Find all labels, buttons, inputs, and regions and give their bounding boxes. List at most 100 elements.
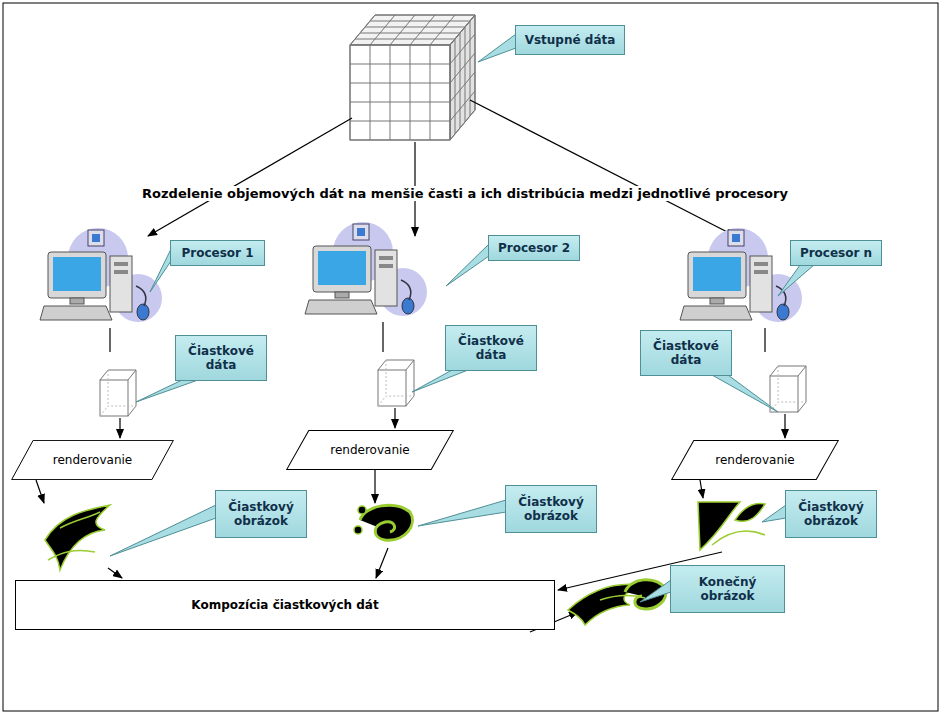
cube-grid xyxy=(450,72,475,102)
partial-images xyxy=(48,550,95,560)
callout-tails xyxy=(110,34,814,602)
cube-grid xyxy=(350,121,450,122)
cube-grid xyxy=(350,102,450,103)
cube-grid xyxy=(350,15,375,45)
partial-images xyxy=(45,502,765,570)
node-text: Čiastkový obrázok xyxy=(221,500,301,528)
cube-grid xyxy=(410,15,435,45)
cube-grid xyxy=(455,39,456,134)
node-text: renderovanie xyxy=(715,453,794,467)
cube-grid xyxy=(450,110,475,140)
computer-icons xyxy=(40,222,802,322)
callout-tails xyxy=(712,375,778,412)
volume-cube xyxy=(350,15,475,140)
process-parallelogram: renderovanie xyxy=(285,430,455,470)
computer-icons xyxy=(305,222,427,316)
node-text: Čiastkové dáta xyxy=(181,344,261,372)
description-label: Rozdelenie objemových dát na menšie čast… xyxy=(100,186,830,201)
callout-tails xyxy=(110,505,216,556)
cube-grid xyxy=(375,15,475,16)
partial-images xyxy=(354,526,362,534)
flow-lines xyxy=(700,480,703,498)
cube-grid xyxy=(410,45,411,140)
partial-images xyxy=(60,512,100,528)
flow-lines xyxy=(108,568,122,578)
cube-grid xyxy=(460,33,461,128)
cube-grid xyxy=(450,15,475,45)
node-text: Vstupné dáta xyxy=(525,33,616,47)
node-text: Kompozícia čiastkových dát xyxy=(191,598,378,612)
callout-box: Vstupné dáta xyxy=(515,25,625,55)
cube-grid xyxy=(450,53,475,83)
callout-box: Čiastkové dáta xyxy=(445,325,537,371)
partial-images xyxy=(45,505,110,570)
callout-tails xyxy=(478,34,516,62)
flow-lines xyxy=(784,414,785,438)
process-parallelogram: renderovanie xyxy=(10,440,175,480)
cube-grid xyxy=(350,45,450,46)
cube-grid xyxy=(350,64,450,65)
partial-data-cubes xyxy=(378,360,414,406)
partial-images xyxy=(735,503,765,521)
cube-grid xyxy=(370,21,470,22)
node-text: Procesor 2 xyxy=(498,241,570,255)
cube-grid xyxy=(360,33,460,34)
callout-tails xyxy=(136,380,198,402)
partial-images xyxy=(712,531,765,545)
cube-front xyxy=(350,45,450,140)
callout-box: Čiastkový obrázok xyxy=(215,490,307,538)
callout-tails xyxy=(418,500,506,526)
partial-data-cubes xyxy=(100,370,136,416)
cube-grid xyxy=(450,91,475,121)
flow-lines xyxy=(470,100,735,236)
flow-lines xyxy=(36,100,785,632)
cube-grid xyxy=(350,45,450,46)
cube-grid xyxy=(370,15,395,45)
node-text: Čiastkový obrázok xyxy=(511,495,591,523)
flow-lines xyxy=(36,480,44,503)
cube-grid xyxy=(350,83,450,84)
callout-box: Konečný obrázok xyxy=(670,565,785,613)
node-text: Čiastkové dáta xyxy=(451,334,531,362)
partial-data-cubes xyxy=(770,366,806,412)
callout-box: Čiastkový obrázok xyxy=(785,490,877,538)
node-text: renderovanie xyxy=(330,443,409,457)
callout-box: Procesor n xyxy=(790,240,882,266)
cube-grid xyxy=(350,140,450,141)
cube-grid xyxy=(390,15,415,45)
callout-tails xyxy=(778,265,814,296)
cube-grid xyxy=(370,45,371,140)
cube-grid xyxy=(470,21,471,116)
cube-grid xyxy=(355,39,455,40)
cube-grid xyxy=(450,15,475,45)
computer-icons xyxy=(680,228,802,322)
cube-grid xyxy=(450,45,451,140)
flow-lines xyxy=(148,118,352,236)
flow-lines xyxy=(394,408,395,428)
node-text: Procesor 1 xyxy=(181,246,253,260)
flow-lines xyxy=(382,322,383,352)
flow-lines xyxy=(109,328,110,352)
parallelogram-shape xyxy=(12,440,174,479)
final-image xyxy=(600,596,645,600)
callout-tails xyxy=(762,505,786,522)
callout-box: Čiastkové dáta xyxy=(640,330,732,376)
callout-tails xyxy=(640,580,671,602)
cube-grid xyxy=(350,45,351,140)
callout-box: Procesor 1 xyxy=(170,240,265,266)
callout-box: Čiastkový obrázok xyxy=(505,485,597,533)
callout-box: Čiastkové dáta xyxy=(175,335,267,381)
frame xyxy=(3,3,938,711)
node-text: Čiastkový obrázok xyxy=(791,500,871,528)
cube-grid xyxy=(475,15,476,110)
partial-images xyxy=(698,502,740,550)
flow-lines xyxy=(376,548,388,578)
flow-lines xyxy=(119,418,120,438)
cube-grid xyxy=(430,45,431,140)
cube-grid xyxy=(430,15,455,45)
flow-lines xyxy=(374,470,375,503)
cube-grid xyxy=(365,27,465,28)
callout-tails xyxy=(150,249,171,292)
label-text: Rozdelenie objemových dát na menšie čast… xyxy=(140,186,790,201)
cube-grid xyxy=(450,34,475,64)
